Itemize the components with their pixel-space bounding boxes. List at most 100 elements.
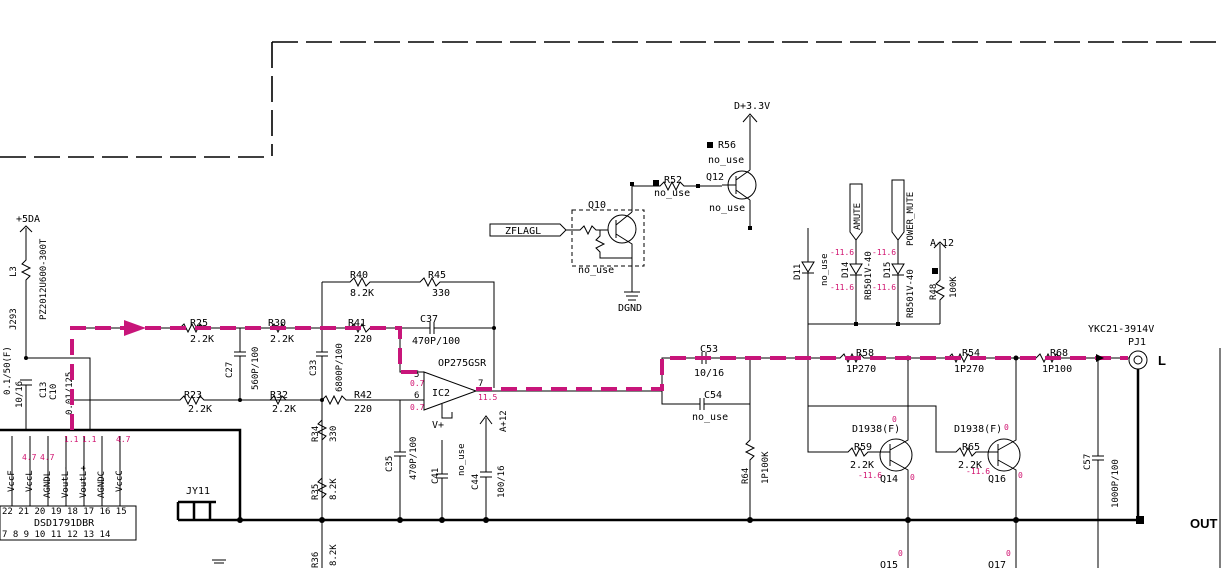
q16-ve: 0 [1018, 471, 1023, 480]
d14-v2: -11.6 [830, 283, 854, 292]
op-amp-ic2: OP275GSR IC2 5 6 7 0.7 0.7 11.5 V+ A+12 … [237, 358, 509, 523]
c13-label: C13 [39, 382, 49, 398]
r56-label: R56 [718, 140, 736, 151]
pj1-label: PJ1 [1128, 337, 1146, 348]
pin5-label: 5 [414, 370, 419, 380]
q14-part: D1938(F) [852, 424, 900, 435]
r45-label: R45 [428, 270, 446, 281]
ic2-label: IC2 [432, 388, 450, 399]
q12-no-use: no_use [709, 203, 745, 214]
c37-val: 470P/100 [412, 336, 460, 347]
pin-voutl-p: VoutL+ [79, 465, 89, 498]
c37-label: C37 [420, 314, 438, 325]
d15-v1: -11.6 [872, 248, 896, 257]
q16-transistor [987, 438, 1021, 472]
c35-val: 470P/100 [409, 437, 419, 480]
r64-label: R64 [741, 468, 751, 484]
c44-label: C44 [471, 474, 481, 490]
r35-label: R35 [311, 484, 321, 500]
q10-label: Q10 [588, 200, 606, 211]
c33-label: C33 [309, 360, 319, 376]
shield-boundary [0, 41, 1224, 158]
q17-label: Q17 [988, 560, 1006, 568]
pin-agndc: AGNDC [97, 471, 107, 498]
d11-no-use: no_use [820, 253, 830, 286]
d11-label: D11 [793, 264, 803, 280]
output-section: C53 10/16 C54 no_use R64 1P100K R58 1P27… [661, 324, 1221, 568]
q16-vc: 0 [1004, 423, 1009, 432]
c57-label: C57 [1083, 454, 1093, 470]
r54-label: R54 [962, 348, 980, 359]
dac-v3: 1.1 [64, 435, 79, 444]
ykc-label: YKC21-3914V [1088, 324, 1154, 335]
r36-label: R36 [311, 552, 321, 568]
r36-val: 8.2K [329, 544, 339, 566]
r65-val: 2.2K [958, 460, 982, 471]
dac-part: DSD1791DBR [34, 518, 95, 529]
output-label: OUT [1190, 516, 1218, 531]
r40-val: 8.2K [350, 288, 374, 299]
dsd1791-body [0, 505, 137, 541]
c10-label: C10 [49, 384, 59, 400]
c33-val: 6800P/100 [335, 343, 345, 392]
r41-label: R41 [348, 318, 366, 329]
r40-label: R40 [350, 270, 368, 281]
a12-label: A-12 [930, 238, 954, 249]
c54-label: C54 [704, 390, 722, 401]
r35-val: 8.2K [329, 478, 339, 500]
d14-part: RB501V-40 [864, 251, 874, 300]
power-mute-port [891, 179, 905, 241]
c10-val: 10/16 [15, 381, 25, 408]
r68-label: R68 [1050, 348, 1068, 359]
q14-transistor [879, 438, 913, 472]
r30-label: R30 [268, 318, 286, 329]
q14-vb: -11.6 [858, 471, 882, 480]
r68-val: 1P100 [1042, 364, 1072, 375]
r42-val: 220 [354, 404, 372, 415]
r54-val: 1P270 [954, 364, 984, 375]
ap12-label: A+12 [499, 410, 509, 432]
dac-pins-bot: 7 8 9 10 11 12 13 14 [2, 530, 110, 540]
dgnd-label: DGND [618, 303, 642, 314]
output-channel-label: L [1158, 353, 1166, 368]
c53-label: C53 [700, 344, 718, 355]
mute-diodes: D11 no_use AMUTE D14 RB501V-40 -11.6 -11… [793, 179, 959, 407]
dac-chip: 22 21 20 19 18 17 16 15 DSD1791DBR 7 8 9… [0, 435, 137, 541]
dac-v2: 4.7 [40, 453, 55, 462]
q14-ve: 0 [910, 473, 915, 482]
input-filter: R23 2.2K R32 2.2K R42 220 R25 2.2K R30 2… [72, 282, 400, 568]
q12-mute-switch: D+3.3V Q12 no_use R56 no_use R52 no_use [632, 101, 770, 230]
r25-label: R25 [190, 318, 208, 329]
mute-transistors: D1938(F) R59 2.2K -11.6 0 0 Q14 D1938(F)… [807, 355, 1023, 568]
ic2-v2: 0.7 [410, 403, 425, 412]
zflagl-port [489, 223, 567, 237]
pin7-label: 7 [478, 379, 483, 389]
dac-v4: 1.1 [82, 435, 97, 444]
r58-label: R58 [856, 348, 874, 359]
ic2-v3: 11.5 [478, 393, 497, 402]
d15-part: RB501V-40 [906, 269, 916, 318]
r59-label: R59 [854, 442, 872, 453]
q14-label: Q14 [880, 474, 898, 485]
power-mute-label: POWER_MUTE [906, 192, 916, 246]
r32-val: 2.2K [272, 404, 296, 415]
r42-label: R42 [354, 390, 372, 401]
r23-val: 2.2K [188, 404, 212, 415]
r48-label: R48 [929, 284, 939, 300]
q16-vb: -11.6 [966, 467, 990, 476]
r41-val: 220 [354, 334, 372, 345]
dac-v5: 4.7 [116, 435, 131, 444]
d14-v1: -11.6 [830, 248, 854, 257]
r34-label: R34 [311, 426, 321, 442]
jy11-label: JY11 [186, 486, 210, 497]
ground-bus: JY11 [176, 486, 1144, 564]
q17-v: 0 [1006, 549, 1011, 558]
r52-no-use: no_use [654, 188, 690, 199]
d15-label: D15 [883, 262, 893, 278]
p5da-label: +5DA [16, 214, 40, 225]
signal-path [70, 320, 1129, 430]
r32-label: R32 [270, 390, 288, 401]
c41-no-use: no_use [457, 443, 467, 476]
c13-val: 0.1/50(F) [3, 346, 13, 395]
